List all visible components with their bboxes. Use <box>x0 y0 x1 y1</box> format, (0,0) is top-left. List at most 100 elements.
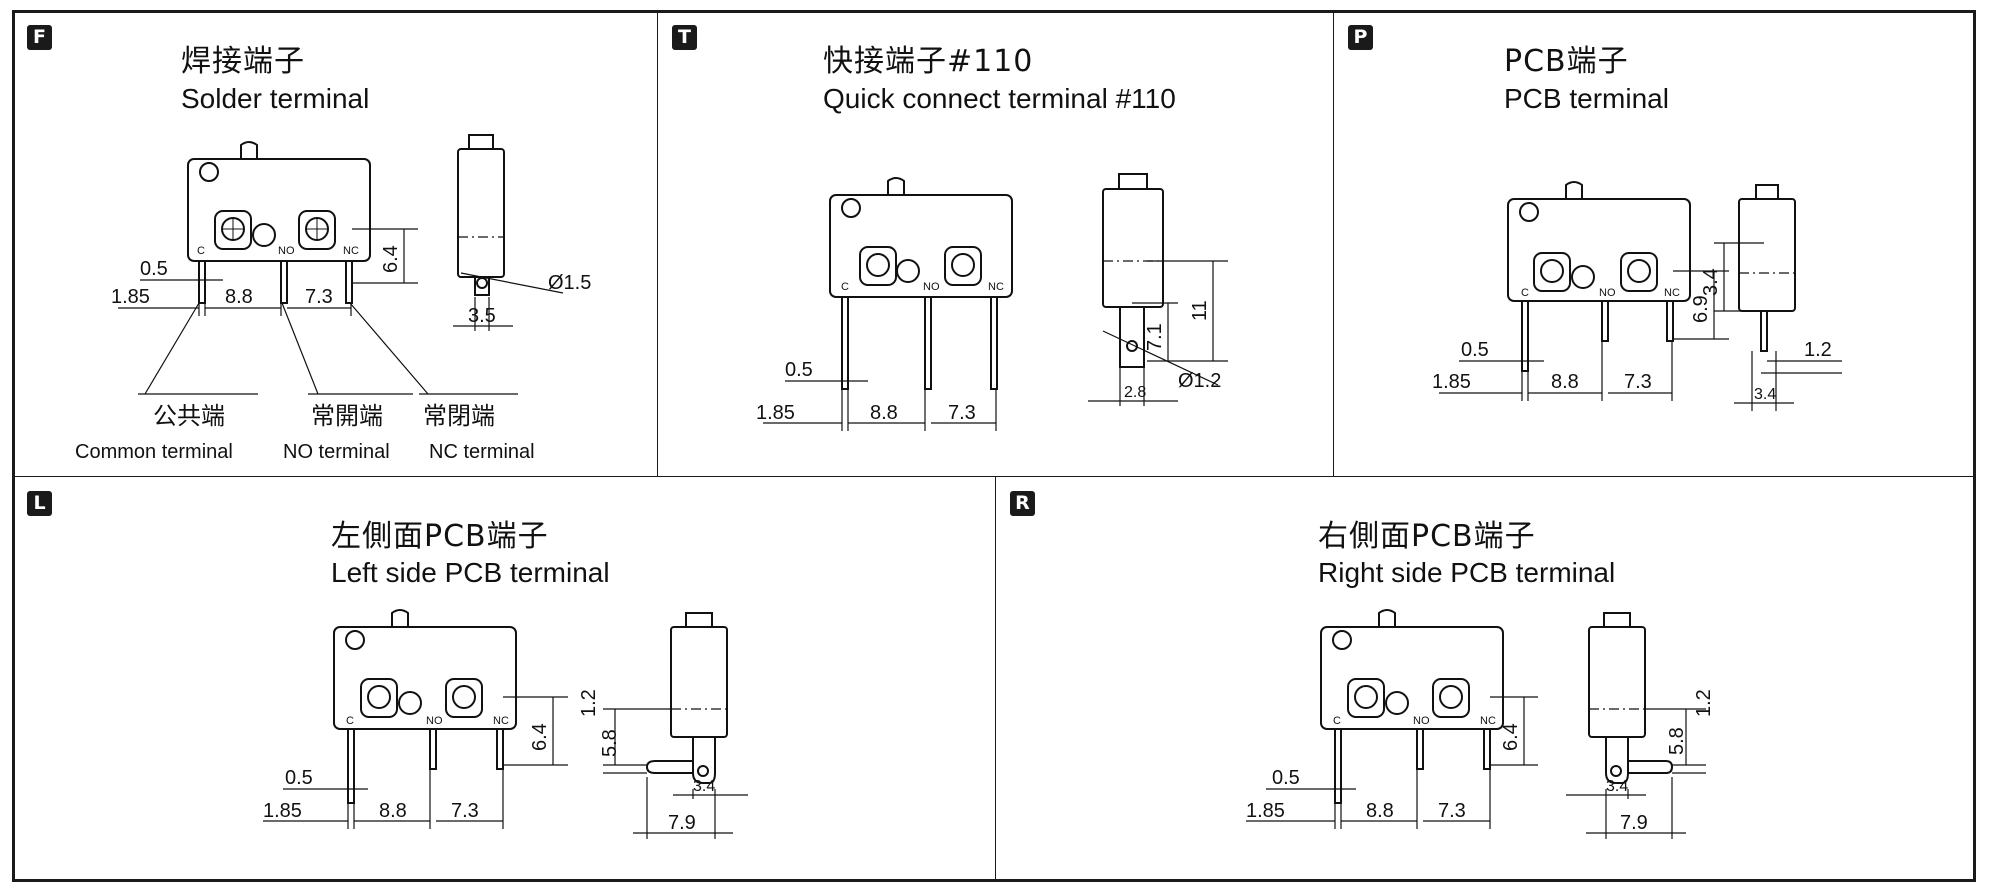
dim-1-85: 1.85 <box>111 286 150 308</box>
dim-2-8: 2.8 <box>1124 384 1146 401</box>
pin-label-c: C <box>346 715 354 727</box>
title-en: Quick connect terminal #110 <box>823 83 1176 114</box>
dim-6-4: 6.4 <box>380 245 402 273</box>
pin-label-no: NO <box>426 715 443 727</box>
dim-8-8: 8.8 <box>379 800 407 822</box>
dim-3-5: 3.5 <box>468 305 496 327</box>
dim-1-85: 1.85 <box>756 402 795 424</box>
badge-l: L <box>27 491 52 516</box>
left-side-pcb-drawing: 0.5 1.85 8.8 7.3 3.4 7.9 6.4 1.2 5.8 C N… <box>263 609 748 839</box>
mount-hole <box>199 162 219 182</box>
label-common-en: Common terminal <box>75 441 233 463</box>
panel-solder-terminal: F 焊接端子 Solder terminal <box>12 10 658 477</box>
dim-0-5: 0.5 <box>140 258 168 280</box>
pin-label-no: NO <box>923 281 940 293</box>
dim-6-9: 6.9 <box>1690 295 1712 323</box>
label-common-zh: 公共端 <box>153 403 225 430</box>
dim-0-5: 0.5 <box>785 359 813 381</box>
title-en: Right side PCB terminal <box>1318 557 1616 588</box>
pin-label-nc: NC <box>343 245 359 257</box>
actuator-plunger <box>887 177 905 195</box>
badge-t: T <box>672 25 697 50</box>
title-zh: 快接端子#110 <box>823 44 1034 79</box>
panel-right-side-pcb-terminal: R 右側面PCB端子 Right side PCB terminal <box>995 476 1976 882</box>
label-no-en: NO terminal <box>283 441 390 463</box>
dim-7-9: 7.9 <box>668 812 696 834</box>
terminal-c-base <box>214 210 252 250</box>
pin-nc <box>990 296 998 390</box>
dim-7-3: 7.3 <box>1624 371 1652 393</box>
badge-f: F <box>27 25 52 50</box>
pin-label-nc: NC <box>1664 287 1680 299</box>
dim-8-8: 8.8 <box>1551 371 1579 393</box>
dim-3-4-vertical: 3.4 <box>1700 268 1722 296</box>
pin-c <box>841 296 849 390</box>
pin-label-c: C <box>841 281 849 293</box>
dim-0-5: 0.5 <box>285 767 313 789</box>
pin-label-no: NO <box>278 245 295 257</box>
dim-8-8: 8.8 <box>870 402 898 424</box>
pin-label-nc: NC <box>1480 715 1496 727</box>
title-zh: 左側面PCB端子 <box>331 519 549 554</box>
pin-label-c: C <box>197 245 205 257</box>
dim-phi-1-2: Ø1.2 <box>1178 370 1221 392</box>
dim-3-4-bottom: 3.4 <box>1754 386 1776 403</box>
pin-no <box>280 260 288 304</box>
dim-1-2: 1.2 <box>1693 689 1715 717</box>
dim-5-8: 5.8 <box>1666 727 1688 755</box>
dim-8-8: 8.8 <box>225 286 253 308</box>
dim-1-85: 1.85 <box>1246 800 1285 822</box>
dim-0-5: 0.5 <box>1461 339 1489 361</box>
side-view-body <box>457 148 505 278</box>
side-view-body <box>1102 188 1164 308</box>
pin-label-c: C <box>1333 715 1341 727</box>
dim-1-2: 1.2 <box>1804 339 1832 361</box>
dim-5-8: 5.8 <box>599 729 621 757</box>
pin-no <box>924 296 932 390</box>
panel-pcb-terminal: P PCB端子 PCB terminal <box>1333 10 1976 477</box>
dim-1-85: 1.85 <box>1432 371 1471 393</box>
dim-7-3: 7.3 <box>305 286 333 308</box>
actuator-plunger <box>240 141 258 159</box>
pin-label-no: NO <box>1599 287 1616 299</box>
dim-phi-1-5: Ø1.5 <box>548 272 591 294</box>
dim-3-4: 3.4 <box>1606 778 1628 795</box>
panel-quick-connect-terminal: T 快接端子#110 Quick connect terminal #110 <box>657 10 1334 477</box>
label-no-zh: 常開端 <box>311 403 383 430</box>
dim-8-8: 8.8 <box>1366 800 1394 822</box>
badge-p: P <box>1348 25 1373 50</box>
dim-7-3: 7.3 <box>451 800 479 822</box>
right-side-pcb-drawing: 0.5 1.85 8.8 7.3 3.4 7.9 6.4 5.8 1.2 C N… <box>1246 609 1715 839</box>
label-nc-en: NC terminal <box>429 441 535 463</box>
pin-label-nc: NC <box>988 281 1004 293</box>
dim-1-85: 1.85 <box>263 800 302 822</box>
pin-label-c: C <box>1521 287 1529 299</box>
dim-6-4: 6.4 <box>529 723 551 751</box>
pin-label-no: NO <box>1413 715 1430 727</box>
pin-nc <box>345 260 353 304</box>
center-hole <box>252 223 276 247</box>
switch-body <box>829 194 1013 298</box>
panel-left-side-pcb-terminal: L 左側面PCB端子 Left side PCB terminal <box>12 476 996 882</box>
pin-label-nc: NC <box>493 715 509 727</box>
dim-3-4: 3.4 <box>693 778 715 795</box>
dim-7-9: 7.9 <box>1620 812 1648 834</box>
title-en: PCB terminal <box>1504 83 1669 114</box>
dim-0-5: 0.5 <box>1272 767 1300 789</box>
dim-7-3: 7.3 <box>948 402 976 424</box>
label-nc-zh: 常閉端 <box>423 403 495 430</box>
title-en: Solder terminal <box>181 83 370 114</box>
title-zh: PCB端子 <box>1504 44 1629 79</box>
title-en: Left side PCB terminal <box>331 557 610 588</box>
dim-1-2: 1.2 <box>578 689 600 717</box>
dim-7-1: 7.1 <box>1144 323 1166 351</box>
dim-11: 11 <box>1189 300 1211 321</box>
dim-7-3: 7.3 <box>1438 800 1466 822</box>
pin-c <box>198 260 206 304</box>
terminal-nc-base <box>298 210 336 250</box>
title-zh: 焊接端子 <box>181 44 305 79</box>
pcb-terminal-drawing: 0.5 1.85 8.8 7.3 3.4 1.2 6.9 3.4 C NO NC <box>1432 181 1842 411</box>
title-zh: 右側面PCB端子 <box>1318 519 1536 554</box>
dim-6-4: 6.4 <box>1500 723 1522 751</box>
switch-body <box>187 158 371 262</box>
